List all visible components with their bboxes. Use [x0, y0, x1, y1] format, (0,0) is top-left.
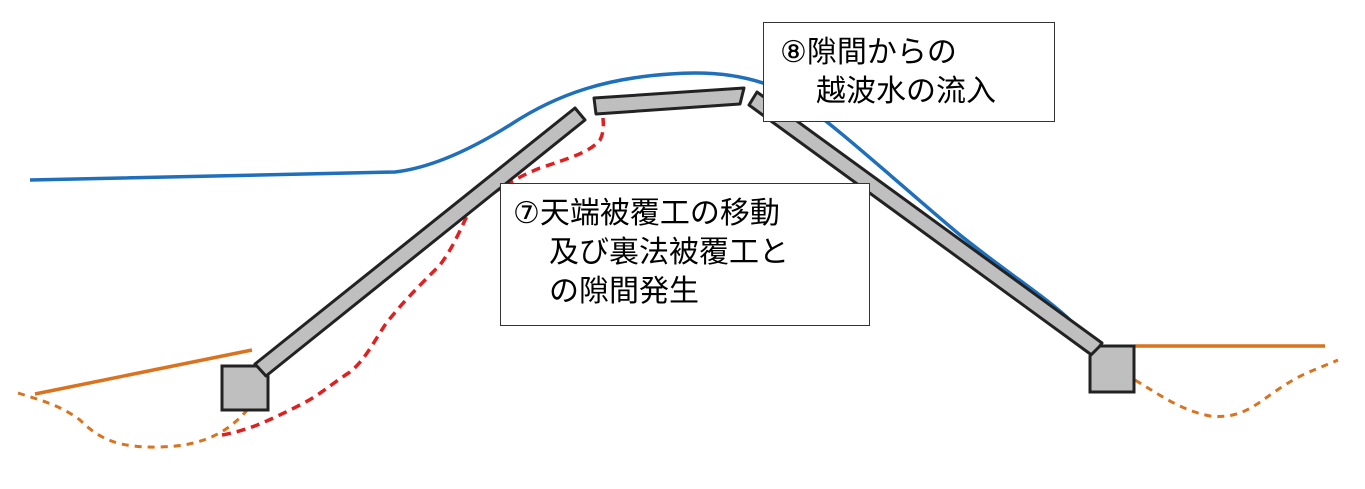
right-eroded-ground-line — [1134, 358, 1339, 419]
callout-7-line-1: ⑦天端被覆工の移動 — [513, 196, 780, 231]
callout-8-line-1: ⑧隙間からの — [780, 35, 957, 70]
callout-8-line-2: 越波水の流入 — [816, 74, 996, 109]
callout-overtopping-inflow: ⑧隙間からの 越波水の流入 — [763, 22, 1055, 122]
right-toe-block — [1088, 344, 1136, 394]
left-eroded-ground-line — [17, 391, 257, 449]
left-toe-block — [220, 364, 270, 412]
callout-crown-armor-displacement: ⑦天端被覆工の移動 及び裏法被覆工と の隙間発生 — [500, 183, 870, 326]
callout-7-line-3: の隙間発生 — [549, 274, 699, 309]
crown-armor — [592, 86, 746, 116]
callout-7-line-2: 及び裏法被覆工と — [549, 235, 789, 270]
left-ground-line — [34, 348, 253, 396]
left-slope-armor — [253, 106, 587, 378]
scour-line — [221, 117, 606, 437]
water-surface-line — [29, 71, 1074, 324]
